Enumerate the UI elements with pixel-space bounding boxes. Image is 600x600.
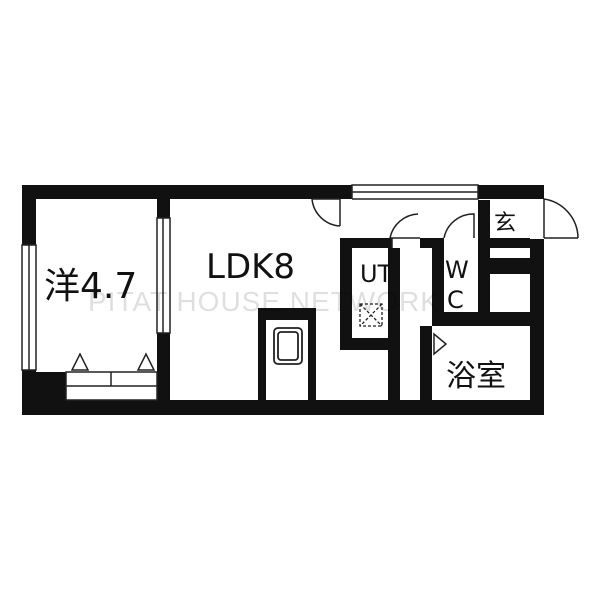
room-label-ldk: LDK8 xyxy=(206,247,295,287)
washer-space-icon xyxy=(359,303,383,327)
room-label-bath: 浴室 xyxy=(446,359,506,394)
wall-wc-right xyxy=(478,200,490,320)
watermark-text: PITAT HOUSE NETWORK xyxy=(88,286,440,317)
room-label-western: 洋4.7 xyxy=(44,266,137,307)
wall-bath-left xyxy=(420,326,432,400)
closet xyxy=(65,352,158,401)
doors xyxy=(311,198,579,356)
wall-kitchen-block-left xyxy=(258,308,266,400)
swing-door-icon xyxy=(389,213,420,248)
interior-walls xyxy=(36,185,530,415)
room-label-ut: UT xyxy=(360,260,393,288)
room-label-wc-line2: C xyxy=(447,286,464,314)
wall-right xyxy=(530,185,544,415)
closet-marker-icon xyxy=(70,352,90,371)
wall-western-bottom-block xyxy=(36,372,66,402)
swing-door-icon xyxy=(530,198,579,239)
wall-ldk-ut-top xyxy=(340,238,392,248)
wall-entrance-mid xyxy=(490,258,530,274)
wall-kitchen-block-top xyxy=(258,308,308,320)
kitchen-sink-icon xyxy=(266,320,308,400)
wall-kitchen-block-right xyxy=(308,308,316,400)
wall-wc-bottom xyxy=(432,312,530,326)
swing-door-icon xyxy=(443,213,478,248)
closet-marker-icon xyxy=(136,352,156,371)
room-label-wc-line1: W xyxy=(445,256,469,284)
wall-wc-left xyxy=(432,238,444,320)
wall-ut-bottom xyxy=(340,338,400,350)
room-label-entrance: 玄 xyxy=(494,211,516,236)
wall-entrance-bottom xyxy=(490,238,530,248)
swing-door-icon xyxy=(311,198,352,231)
sliding-door-icon xyxy=(433,332,448,356)
wall-ldk-ut-upper xyxy=(340,238,352,350)
windows xyxy=(21,184,479,371)
wall-bottom xyxy=(22,400,544,415)
wall-ut-right xyxy=(388,248,400,400)
